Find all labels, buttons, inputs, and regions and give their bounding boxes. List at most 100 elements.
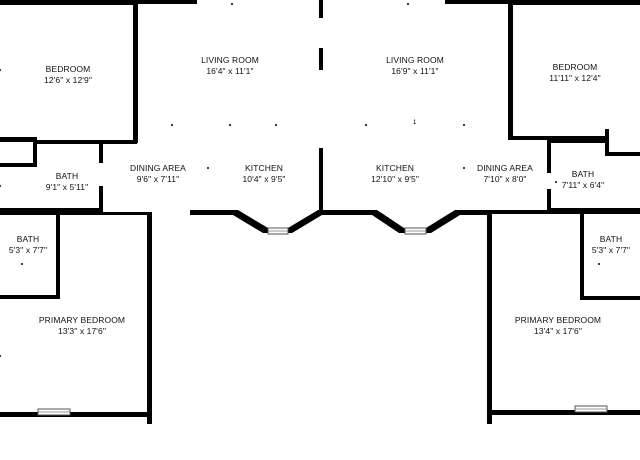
marker-dot bbox=[171, 124, 173, 126]
wall-primary-left-bottom bbox=[0, 412, 152, 417]
marker-dot bbox=[0, 355, 1, 357]
room-name: LIVING ROOM bbox=[201, 55, 259, 65]
marker-dot bbox=[229, 124, 231, 126]
wall-kitchen-left-bay-a bbox=[233, 210, 268, 233]
room-bath-small-right: BATH 5'3" x 7'7" bbox=[592, 234, 630, 256]
marker-dot bbox=[149, 355, 151, 357]
wall-smallbath-right-top bbox=[488, 210, 640, 214]
room-bath-small-left: BATH 5'3" x 7'7" bbox=[9, 234, 47, 256]
wall-closet-left bbox=[33, 140, 37, 166]
wall-kitchen-left-bay-c bbox=[263, 228, 269, 233]
wall-kitchen-right-bay-a bbox=[372, 210, 404, 233]
room-dining-left: DINING AREA 9'6" x 7'11" bbox=[130, 163, 186, 185]
room-living-right: LIVING ROOM 16'9" x 11'1" bbox=[386, 55, 444, 77]
wall-smallbath-left-top bbox=[0, 212, 150, 215]
room-name: BEDROOM bbox=[45, 64, 91, 74]
wall-kitchen-right-south-b bbox=[458, 210, 488, 215]
marker-dot bbox=[463, 124, 465, 126]
wall-primary-right-west bbox=[487, 212, 492, 424]
wall-closet-left-bottom bbox=[0, 163, 37, 167]
room-dimensions: 12'6" x 12'9" bbox=[44, 75, 92, 85]
room-dimensions: 13'3" x 17'6" bbox=[58, 326, 106, 336]
room-dimensions: 12'10" x 9'5" bbox=[371, 174, 419, 184]
wall-top-mid-left bbox=[137, 0, 197, 4]
wall-bedroom-right-south bbox=[508, 136, 608, 140]
marker-dot bbox=[275, 124, 277, 126]
room-dimensions: 9'1" x 5'11" bbox=[45, 182, 89, 192]
room-name: BATH bbox=[55, 171, 79, 181]
wall-kitchen-left-bay-d bbox=[286, 228, 292, 233]
plan-marker: 1 bbox=[413, 120, 417, 126]
room-dimensions: 7'10" x 8'0" bbox=[483, 174, 527, 184]
room-dimensions: 10'4" x 9'5" bbox=[242, 174, 286, 184]
room-name: BATH bbox=[571, 169, 595, 179]
room-bath-right: BATH 7'11" x 6'4" bbox=[562, 169, 604, 191]
room-bath-left: BATH 9'1" x 5'11" bbox=[46, 171, 88, 193]
room-kitchen-left: KITCHEN 10'4" x 9'5" bbox=[242, 163, 285, 185]
wall-kitchen-left-south bbox=[190, 210, 235, 215]
room-name: KITCHEN bbox=[375, 163, 415, 173]
wall-bath-right-top bbox=[547, 139, 609, 143]
room-dining-right: DINING AREA 7'10" x 8'0" bbox=[477, 163, 533, 185]
room-dimensions: 9'6" x 7'11" bbox=[136, 174, 180, 184]
wall-bath-left-east-b bbox=[99, 186, 103, 212]
room-name: BEDROOM bbox=[552, 62, 598, 72]
wall-smallbath-left-bottom bbox=[0, 295, 60, 299]
marker-dot bbox=[0, 185, 1, 187]
room-name: KITCHEN bbox=[244, 163, 283, 173]
room-name: DINING AREA bbox=[130, 163, 186, 173]
wall-center-upper bbox=[319, 48, 323, 70]
wall-bath-right-west bbox=[547, 139, 551, 173]
wall-bath-left-bottom bbox=[0, 208, 103, 212]
marker-dot bbox=[0, 69, 1, 71]
wall-bath-left-east bbox=[99, 143, 103, 163]
room-name: PRIMARY BEDROOM bbox=[514, 315, 602, 325]
marker-dot bbox=[136, 69, 138, 71]
wall-primary-left-east bbox=[147, 212, 152, 424]
room-dimensions: 16'4" x 11'1" bbox=[206, 66, 254, 76]
wall-bath-right-west-b bbox=[547, 189, 551, 213]
wall-top-right bbox=[508, 0, 640, 5]
room-dimensions: 5'3" x 7'7" bbox=[8, 245, 48, 255]
wall-center-lower bbox=[319, 148, 323, 215]
wall-bedroom-right-west bbox=[508, 0, 513, 140]
wall-bedroom-right-notch-b bbox=[605, 152, 640, 156]
marker-dot bbox=[365, 124, 367, 126]
wall-smallbath-right-west bbox=[580, 212, 584, 300]
room-name: PRIMARY BEDROOM bbox=[38, 315, 126, 325]
wall-kitchen-right-bay-c bbox=[399, 228, 405, 233]
wall-kitchen-right-bay-b bbox=[426, 210, 460, 233]
room-primary-right: PRIMARY BEDROOM 13'4" x 17'6" bbox=[515, 315, 601, 337]
room-name: LIVING ROOM bbox=[386, 55, 444, 65]
wall-top-mid-right bbox=[445, 0, 510, 4]
wall-kitchen-right-bay-d bbox=[425, 228, 431, 233]
room-name: BATH bbox=[16, 234, 40, 244]
wall-smallbath-left-east bbox=[56, 214, 60, 298]
room-dimensions: 13'4" x 17'6" bbox=[534, 326, 582, 336]
wall-bedroom-left-east bbox=[133, 0, 138, 143]
wall-bedroom-left-south bbox=[0, 137, 37, 142]
wall-kitchen-left-bay-b bbox=[288, 210, 322, 233]
marker-dot bbox=[598, 263, 600, 265]
marker-dot bbox=[463, 167, 465, 169]
room-name: BATH bbox=[599, 234, 623, 244]
room-bedroom-left: BEDROOM 12'6" x 12'9" bbox=[44, 64, 92, 86]
wall-bedroom-left-south-b bbox=[37, 140, 137, 144]
marker-dot bbox=[555, 181, 557, 183]
room-dimensions: 7'11" x 6'4" bbox=[561, 180, 605, 190]
room-bedroom-right: BEDROOM 11'11" x 12'4" bbox=[549, 62, 600, 84]
room-dimensions: 16'9" x 11'1" bbox=[391, 66, 439, 76]
marker-dot bbox=[407, 3, 409, 5]
marker-dot bbox=[489, 355, 491, 357]
wall-center-top bbox=[319, 0, 323, 18]
marker-dot bbox=[21, 263, 23, 265]
room-dimensions: 11'11" x 12'4" bbox=[549, 73, 601, 83]
wall-smallbath-right-bottom bbox=[580, 296, 640, 300]
wall-primary-right-bottom bbox=[487, 410, 640, 415]
wall-kitchen-right-south bbox=[322, 210, 374, 215]
marker-dot bbox=[207, 167, 209, 169]
room-name: DINING AREA bbox=[477, 163, 533, 173]
marker-dot bbox=[231, 3, 233, 5]
room-primary-left: PRIMARY BEDROOM 13'3" x 17'6" bbox=[39, 315, 125, 337]
